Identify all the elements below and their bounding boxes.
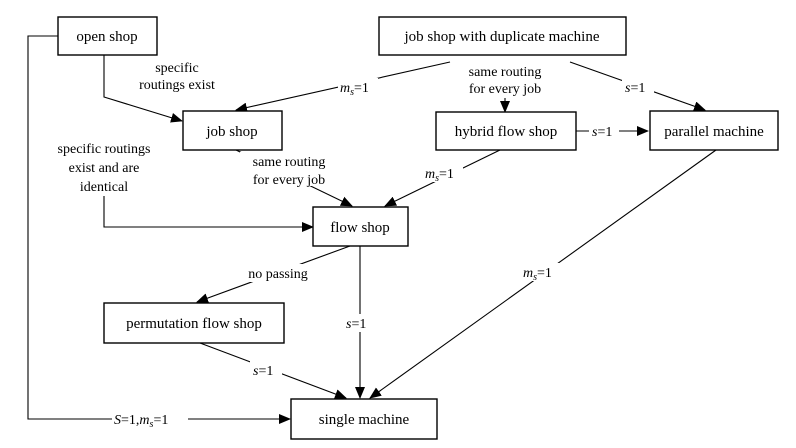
- node-permutation-flow-shop-label: permutation flow shop: [126, 316, 262, 332]
- label-s-eq-1-parallel: s=1: [625, 81, 645, 96]
- label-s-eq-1-flow-single: s=1: [346, 317, 366, 332]
- label-specific-routings-identical-3: identical: [80, 180, 128, 195]
- label-same-routing-jobshop-2: for every job: [253, 173, 325, 188]
- label-ms-eq-1-jobshop: ms=1: [340, 81, 369, 98]
- label-no-passing: no passing: [248, 267, 308, 282]
- node-parallel-machine-label: parallel machine: [664, 124, 764, 140]
- label-s-eq-1-perm-single: s=1: [253, 364, 273, 379]
- label-specific-routings-identical-2: exist and are: [69, 161, 140, 176]
- label-specific-routings-exist-1: specific: [155, 61, 199, 76]
- node-job-shop-dup-label: job shop with duplicate machine: [404, 29, 600, 45]
- node-job-shop-label: job shop: [205, 124, 257, 140]
- node-open-shop: open shop: [57, 16, 158, 56]
- node-hybrid-flow-shop: hybrid flow shop: [435, 111, 577, 151]
- node-open-shop-label: open shop: [76, 29, 137, 45]
- node-permutation-flow-shop: permutation flow shop: [103, 302, 285, 344]
- node-single-machine-label: single machine: [319, 412, 410, 428]
- label-specific-routings-exist-2: routings exist: [139, 78, 215, 93]
- node-parallel-machine: parallel machine: [649, 110, 779, 151]
- edge-open-shop-to-job-shop: [103, 55, 183, 123]
- label-same-routing-top-2: for every job: [469, 82, 541, 97]
- node-flow-shop-label: flow shop: [330, 220, 390, 236]
- label-S-eq-1-ms-eq-1: S=1,ms=1: [114, 413, 168, 430]
- label-ms-eq-1-parallel-single: ms=1: [523, 266, 552, 283]
- label-ms-eq-1-hybrid-flow: ms=1: [425, 167, 454, 184]
- edge-labels: specific routings exist specific routing…: [48, 58, 654, 430]
- edge-open-shop-to-flow-shop: [103, 196, 314, 232]
- node-job-shop: job shop: [182, 110, 283, 151]
- label-same-routing-top-1: same routing: [469, 65, 542, 80]
- node-job-shop-with-duplicate-machine: job shop with duplicate machine: [378, 16, 627, 56]
- node-single-machine: single machine: [290, 398, 438, 440]
- node-flow-shop: flow shop: [312, 206, 409, 247]
- label-s-eq-1-hybrid: s=1: [592, 125, 612, 140]
- label-specific-routings-identical-1: specific routings: [58, 142, 151, 157]
- node-hybrid-flow-shop-label: hybrid flow shop: [455, 124, 558, 140]
- label-same-routing-jobshop-1: same routing: [253, 155, 326, 170]
